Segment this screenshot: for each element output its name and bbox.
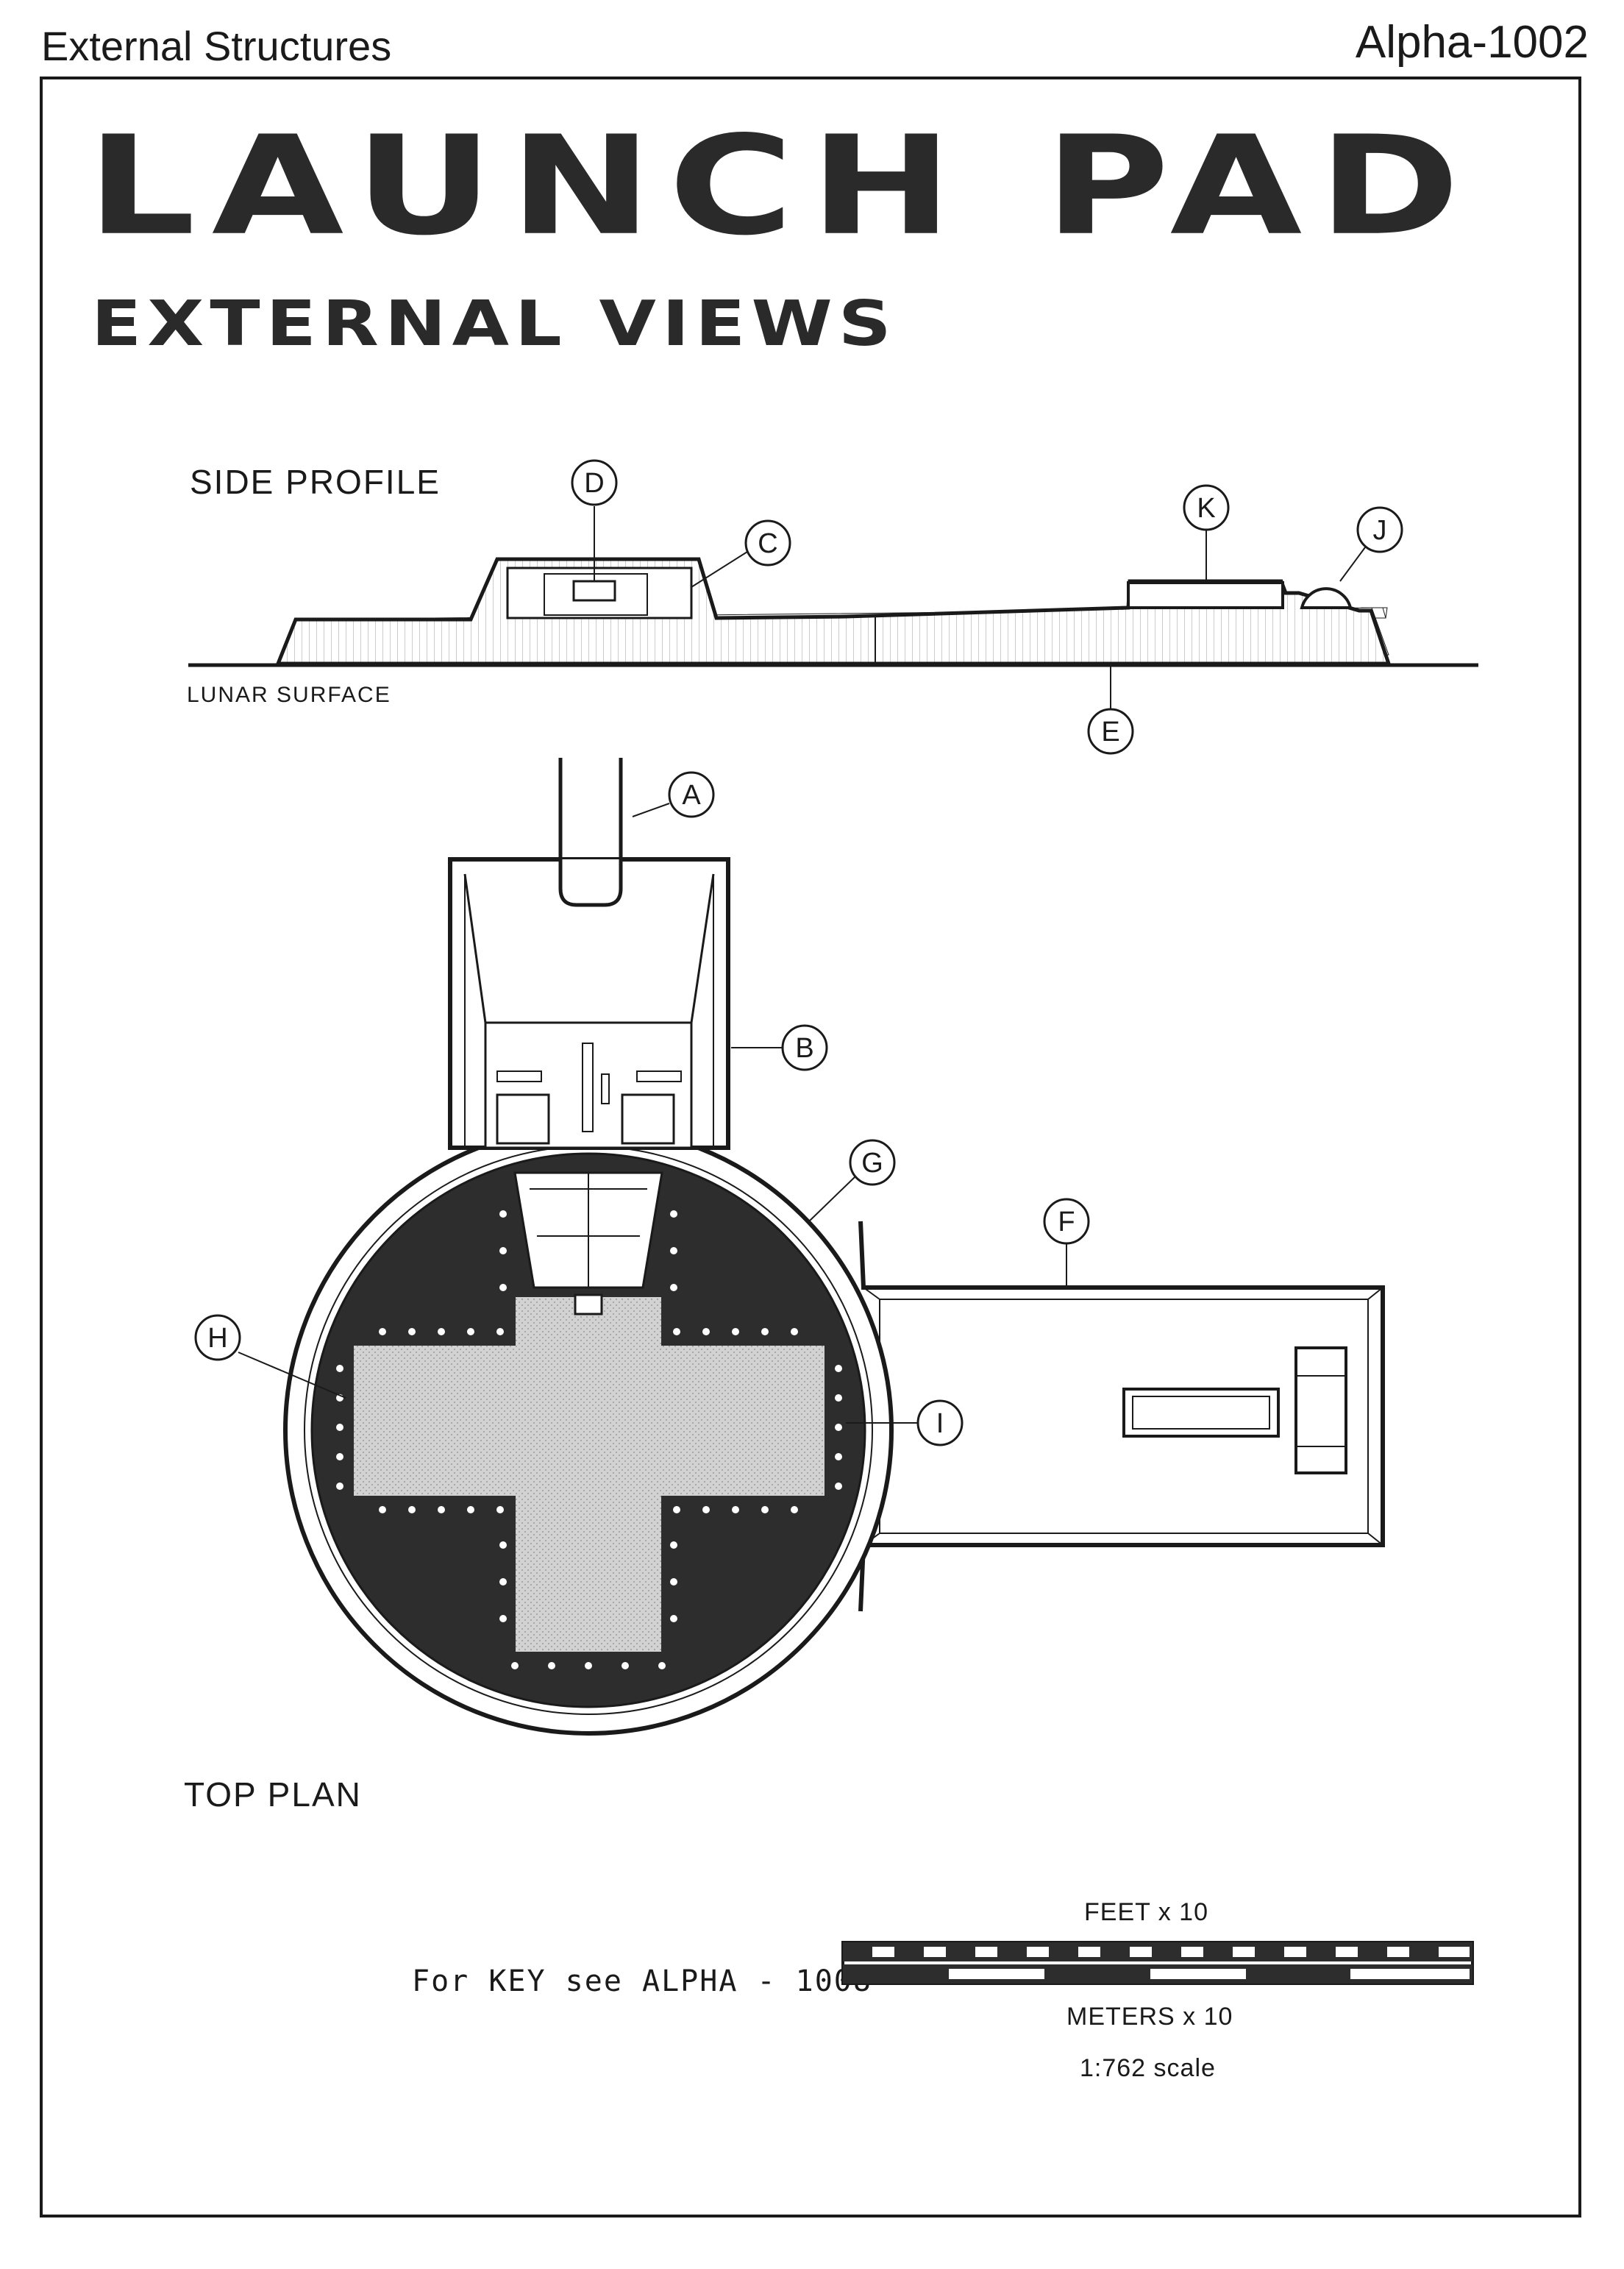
top-plan-label: TOP PLAN xyxy=(184,1775,362,1814)
lunar-surface-label: LUNAR SURFACE xyxy=(187,683,391,707)
side-gantry-block xyxy=(572,580,616,602)
callout-h: H xyxy=(207,1323,227,1354)
side-callouts: D C K J E xyxy=(571,459,1403,755)
section-title: External Structures xyxy=(41,23,392,69)
side-pad-body xyxy=(275,557,1392,666)
callout-d: D xyxy=(584,468,604,499)
callout-g: G xyxy=(861,1148,883,1179)
pad-rim-lights xyxy=(336,1210,842,1669)
document-code: Alpha-1002 xyxy=(1355,17,1589,68)
callout-k: K xyxy=(1197,493,1215,524)
callout-j: J xyxy=(1373,515,1387,546)
callout-f: F xyxy=(1058,1207,1075,1238)
callout-b: B xyxy=(795,1033,813,1064)
callout-e: E xyxy=(1101,717,1119,748)
page-frame xyxy=(40,77,1581,2217)
side-profile-drawing xyxy=(188,557,1478,667)
side-dome xyxy=(1300,587,1353,609)
callout-i: I xyxy=(936,1408,944,1439)
top-plan-drawing xyxy=(283,758,1385,1736)
meters-scale-label: METERS x 10 xyxy=(1066,2003,1233,2031)
scale-ratio: 1:762 scale xyxy=(1080,2054,1216,2082)
main-title: LAUNCH PAD xyxy=(87,106,1476,266)
subtitle: EXTERNAL VIEWS xyxy=(91,287,897,361)
pad-landing-cross xyxy=(352,1296,826,1653)
top-callouts: A B G F H I xyxy=(194,771,1090,1446)
scale-bar xyxy=(841,1941,1474,1985)
feet-scale-label: FEET x 10 xyxy=(1084,1898,1208,1926)
callout-c: C xyxy=(758,528,777,559)
key-note: For KEY see ALPHA - 1008 xyxy=(412,1964,872,1998)
callout-a: A xyxy=(682,780,701,811)
feet-scale-bar xyxy=(843,1942,1472,1961)
side-profile-label: SIDE PROFILE xyxy=(190,463,441,501)
